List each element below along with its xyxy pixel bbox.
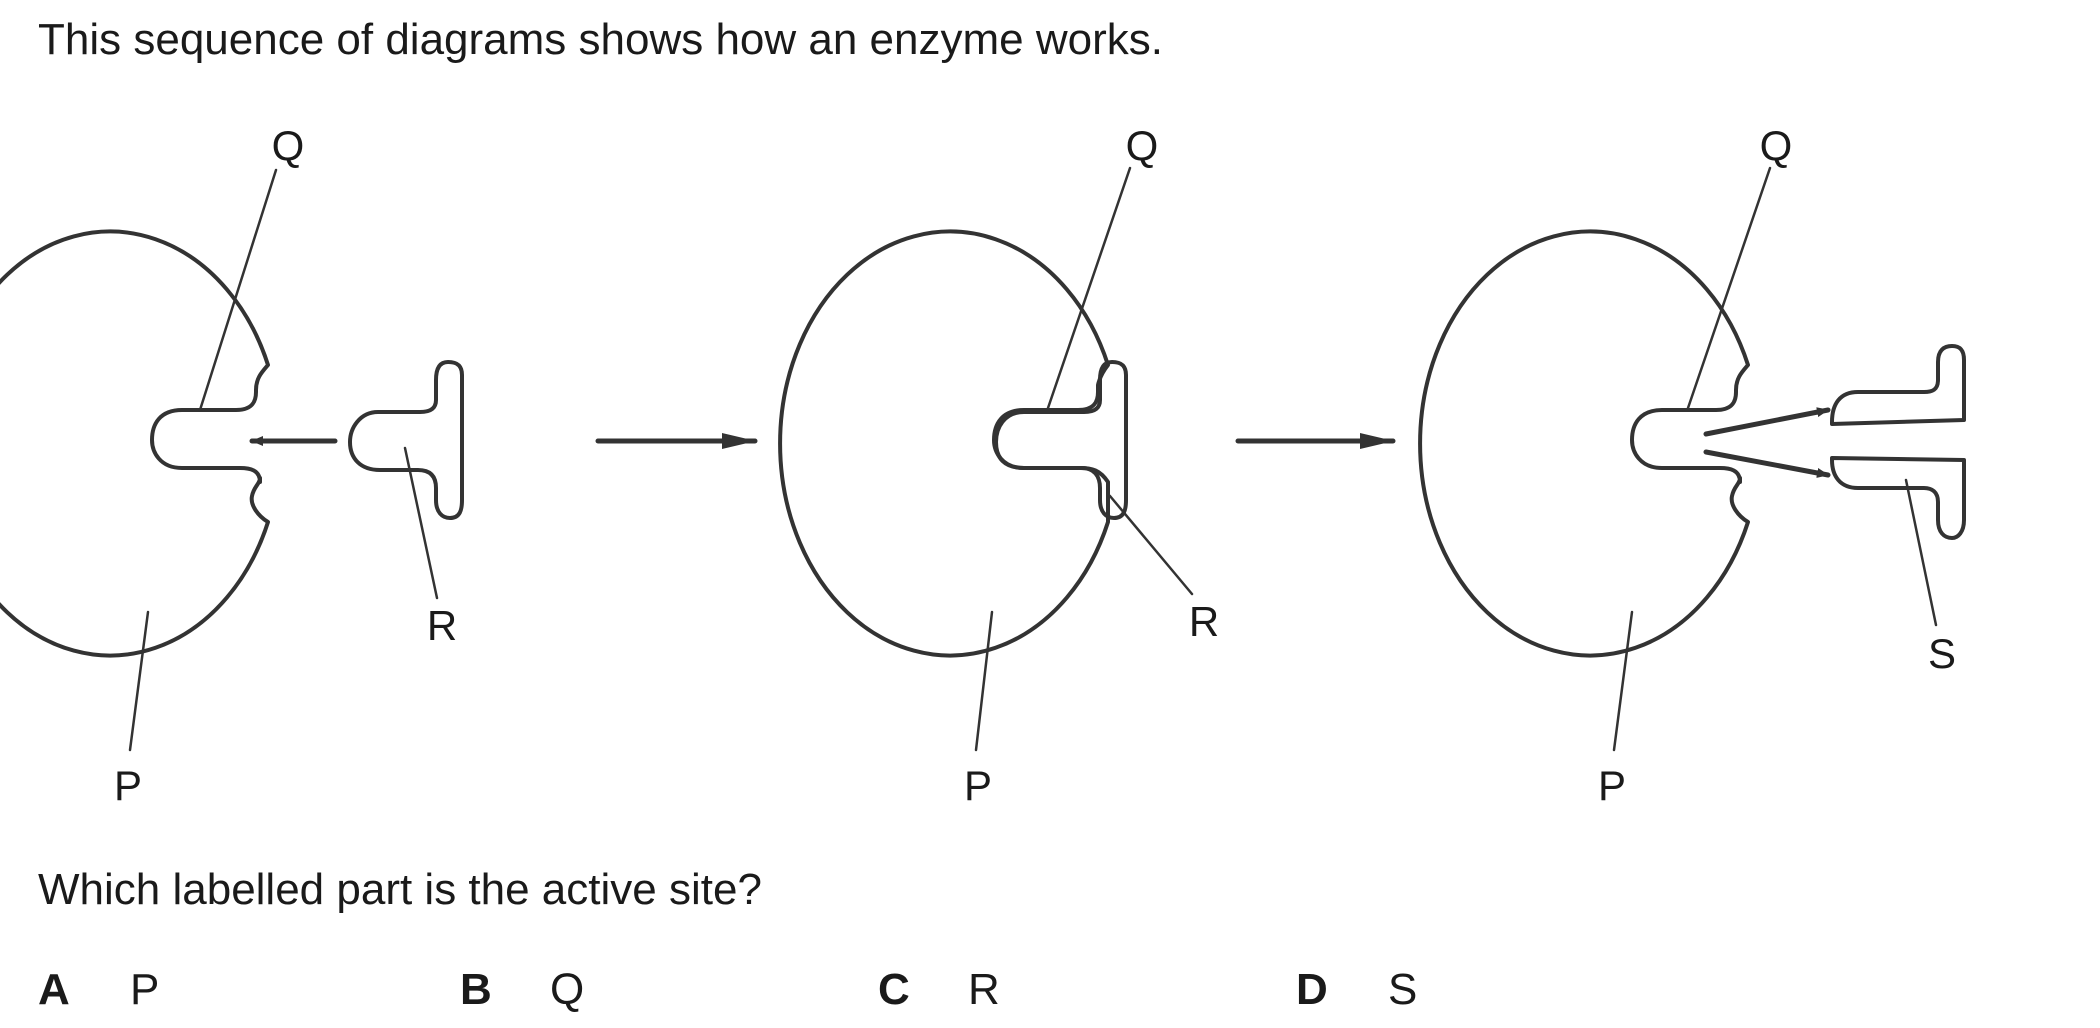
label-p-stage-2: P [964, 762, 992, 809]
arrow-product-top [1703, 407, 1831, 437]
leader-p-stage-1 [128, 610, 150, 752]
enzyme-p-stage-2 [778, 229, 1110, 658]
label-r-stage-2: R [1189, 598, 1219, 645]
option-a-letter: A [38, 965, 70, 1014]
leader-q-stage-1 [198, 168, 278, 412]
label-r-stage-1: R [427, 602, 457, 649]
label-s-stage-3: S [1928, 630, 1956, 677]
product-s-top [1830, 344, 1966, 426]
option-b-text: Q [550, 965, 585, 1014]
option-c-letter: C [878, 965, 910, 1014]
leader-r-stage-1 [403, 446, 439, 600]
label-p-stage-1: P [114, 762, 142, 809]
substrate-r-stage-1 [348, 360, 464, 520]
label-p-stage-3: P [1598, 762, 1626, 809]
label-q-stage-2: Q [1126, 122, 1159, 169]
leader-s-stage-3 [1904, 478, 1938, 627]
leader-q-stage-2 [1046, 166, 1132, 410]
leader-r-stage-2 [1108, 494, 1194, 596]
leader-q-stage-3 [1686, 166, 1772, 410]
arrow-product-bottom [1703, 449, 1831, 478]
leader-p-stage-3 [1612, 610, 1634, 752]
label-q-stage-1: Q [272, 122, 305, 169]
enzyme-stage-1 [0, 229, 270, 658]
option-a-text: P [130, 965, 160, 1014]
option-d-text: S [1388, 965, 1418, 1014]
enzyme-p-stage-3 [1418, 229, 1750, 658]
option-b-letter: B [460, 965, 492, 1014]
enzyme-p-stage-1 [0, 229, 270, 658]
option-c-text: R [968, 965, 1000, 1014]
product-s-bottom [1830, 456, 1966, 540]
question-text: Which labelled part is the active site? [38, 865, 762, 914]
label-q-stage-3: Q [1760, 122, 1793, 169]
substrate-r-stage-2 [994, 360, 1128, 520]
leader-p-stage-2 [974, 610, 994, 752]
option-d-letter: D [1296, 965, 1328, 1014]
intro-text: This sequence of diagrams shows how an e… [38, 15, 1163, 64]
